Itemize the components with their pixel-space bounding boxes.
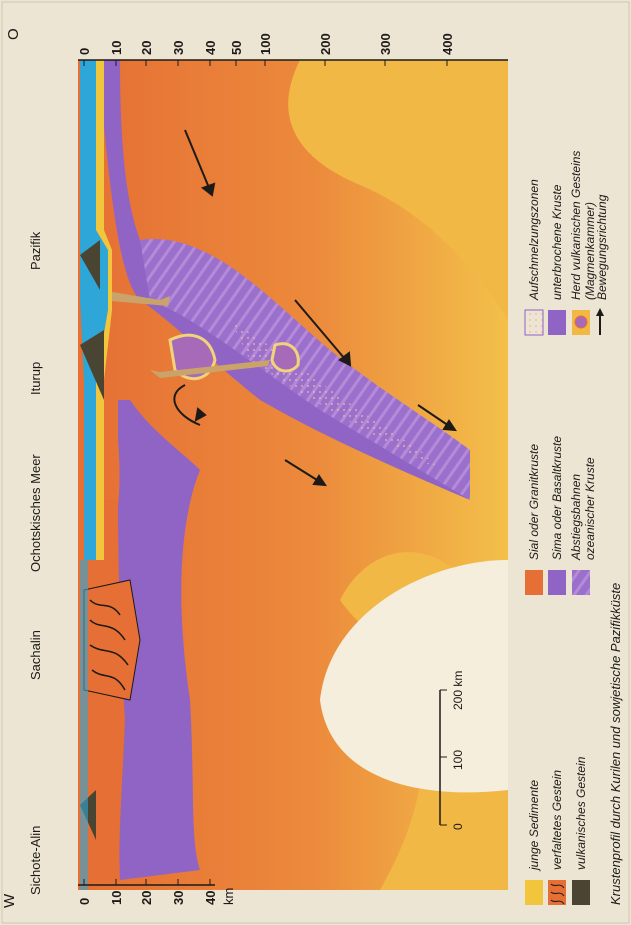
swatch-melting bbox=[525, 310, 543, 335]
place-ochotskisches-meer: Ochotskisches Meer bbox=[28, 454, 43, 572]
scale-tick-100: 100 bbox=[451, 750, 465, 770]
depth-tick-label: 30 bbox=[171, 41, 186, 55]
swatch-subduction bbox=[572, 570, 590, 595]
caption: Krustenprofil durch Kurilen und sowjetis… bbox=[608, 583, 623, 905]
depth-tick-label: 400 bbox=[440, 33, 455, 55]
direction-west: W bbox=[1, 893, 18, 908]
depth-tick-label: 20 bbox=[139, 891, 154, 905]
depth-tick-label: 300 bbox=[378, 33, 393, 55]
depth-tick-label: 50 bbox=[229, 41, 244, 55]
legend-unterbrochene-kruste: unterbrochene Kruste bbox=[550, 184, 564, 300]
legend-verfaltetes-gestein: verfaltetes Gestein bbox=[550, 770, 564, 870]
swatch-sediments bbox=[525, 880, 543, 905]
place-sichote-alin: Sichote-Alin bbox=[28, 826, 43, 895]
legend-abstiegsbahnen: Abstiegsbahnen bbox=[569, 474, 583, 561]
depth-tick-label: 40 bbox=[203, 891, 218, 905]
legend-junge-sedimente: junge Sedimente bbox=[527, 780, 541, 872]
place-iturup: Iturup bbox=[28, 362, 43, 395]
depth-tick-label: 30 bbox=[171, 891, 186, 905]
scale-tick-0: 0 bbox=[451, 823, 465, 830]
legend-sial: Sial oder Granitkruste bbox=[527, 444, 541, 560]
depth-tick-label: 40 bbox=[203, 41, 218, 55]
depth-tick-label: 200 bbox=[318, 33, 333, 55]
legend-aufschmelzungszonen: Aufschmelzungszonen bbox=[527, 179, 541, 301]
sachalin-folds bbox=[84, 580, 140, 700]
swatch-broken-crust bbox=[548, 310, 566, 335]
legend-vulkanisches-gestein: vulkanisches Gestein bbox=[574, 756, 588, 870]
legend-sima: Sima oder Basaltkruste bbox=[550, 436, 564, 560]
legend-ozeanischer-kruste: ozeanischer Kruste bbox=[583, 457, 597, 560]
depth-tick-label: 10 bbox=[109, 891, 124, 905]
depth-tick-label: 20 bbox=[139, 41, 154, 55]
swatch-sima bbox=[548, 570, 566, 595]
depth-tick-label: 0 bbox=[77, 898, 92, 905]
swatch-sial bbox=[525, 570, 543, 595]
direction-east: O bbox=[5, 28, 22, 40]
depth-tick-label: 10 bbox=[109, 41, 124, 55]
axis-unit-bottom: km bbox=[221, 888, 236, 905]
place-pazifik: Pazifik bbox=[28, 231, 43, 270]
legend-herd: Herd vulkanischen Gesteins bbox=[569, 151, 583, 300]
depth-tick-label: 0 bbox=[77, 48, 92, 55]
swatch-volcanic bbox=[572, 880, 590, 905]
depth-tick-label: 100 bbox=[258, 33, 273, 55]
legend-bewegungsrichtung: Bewegungsrichtung bbox=[595, 194, 609, 300]
cross-section bbox=[78, 60, 508, 890]
place-sachalin: Sachalin bbox=[28, 630, 43, 680]
scale-tick-200: 200 km bbox=[451, 671, 465, 710]
coast-water bbox=[80, 560, 88, 890]
magma-chamber-2 bbox=[272, 344, 298, 371]
